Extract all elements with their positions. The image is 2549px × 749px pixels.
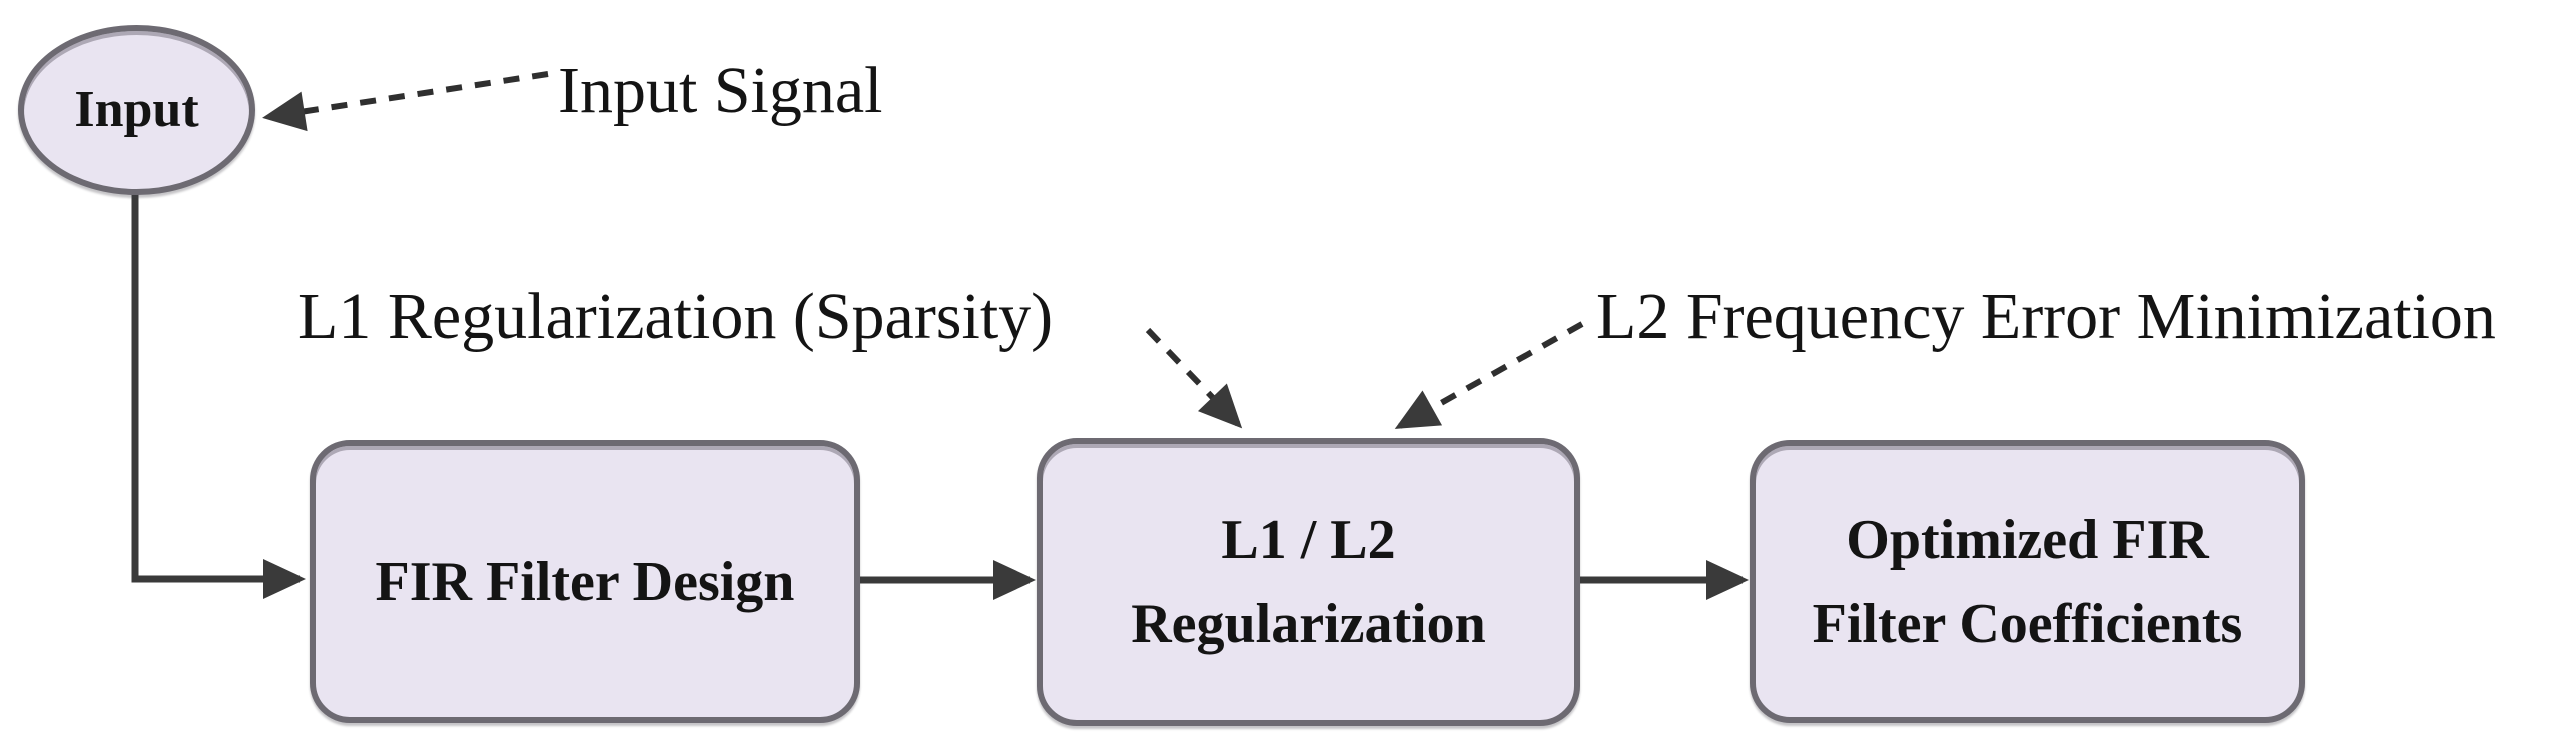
node-input-label: Input bbox=[74, 81, 199, 138]
annotation-l2-frequency-error: L2 Frequency Error Minimization bbox=[1596, 280, 2496, 353]
node-output-label-line1: Optimized FIR bbox=[1846, 508, 2209, 571]
dashed-arrow-l1-icon bbox=[1145, 327, 1243, 429]
annotation-l1-regularization: L1 Regularization (Sparsity) bbox=[298, 280, 1054, 353]
node-input: Input bbox=[18, 25, 255, 195]
dashed-arrow-l2-icon bbox=[1394, 321, 1584, 429]
node-reg-label-line1: L1 / L2 bbox=[1221, 509, 1396, 571]
node-fir-filter-design: FIR Filter Design bbox=[310, 440, 860, 723]
dashed-arrow-input-signal-icon bbox=[262, 71, 549, 132]
connector-input-to-fir bbox=[131, 192, 306, 599]
node-reg-label-line2: Regularization bbox=[1131, 593, 1486, 655]
node-optimized-fir-coefficients: Optimized FIR Filter Coefficients bbox=[1750, 440, 2305, 723]
node-l1-l2-regularization: L1 / L2 Regularization bbox=[1037, 438, 1580, 726]
annotation-input-signal: Input Signal bbox=[558, 54, 883, 127]
node-output-label-line2: Filter Coefficients bbox=[1812, 592, 2243, 655]
node-fir-label: FIR Filter Design bbox=[375, 550, 795, 613]
